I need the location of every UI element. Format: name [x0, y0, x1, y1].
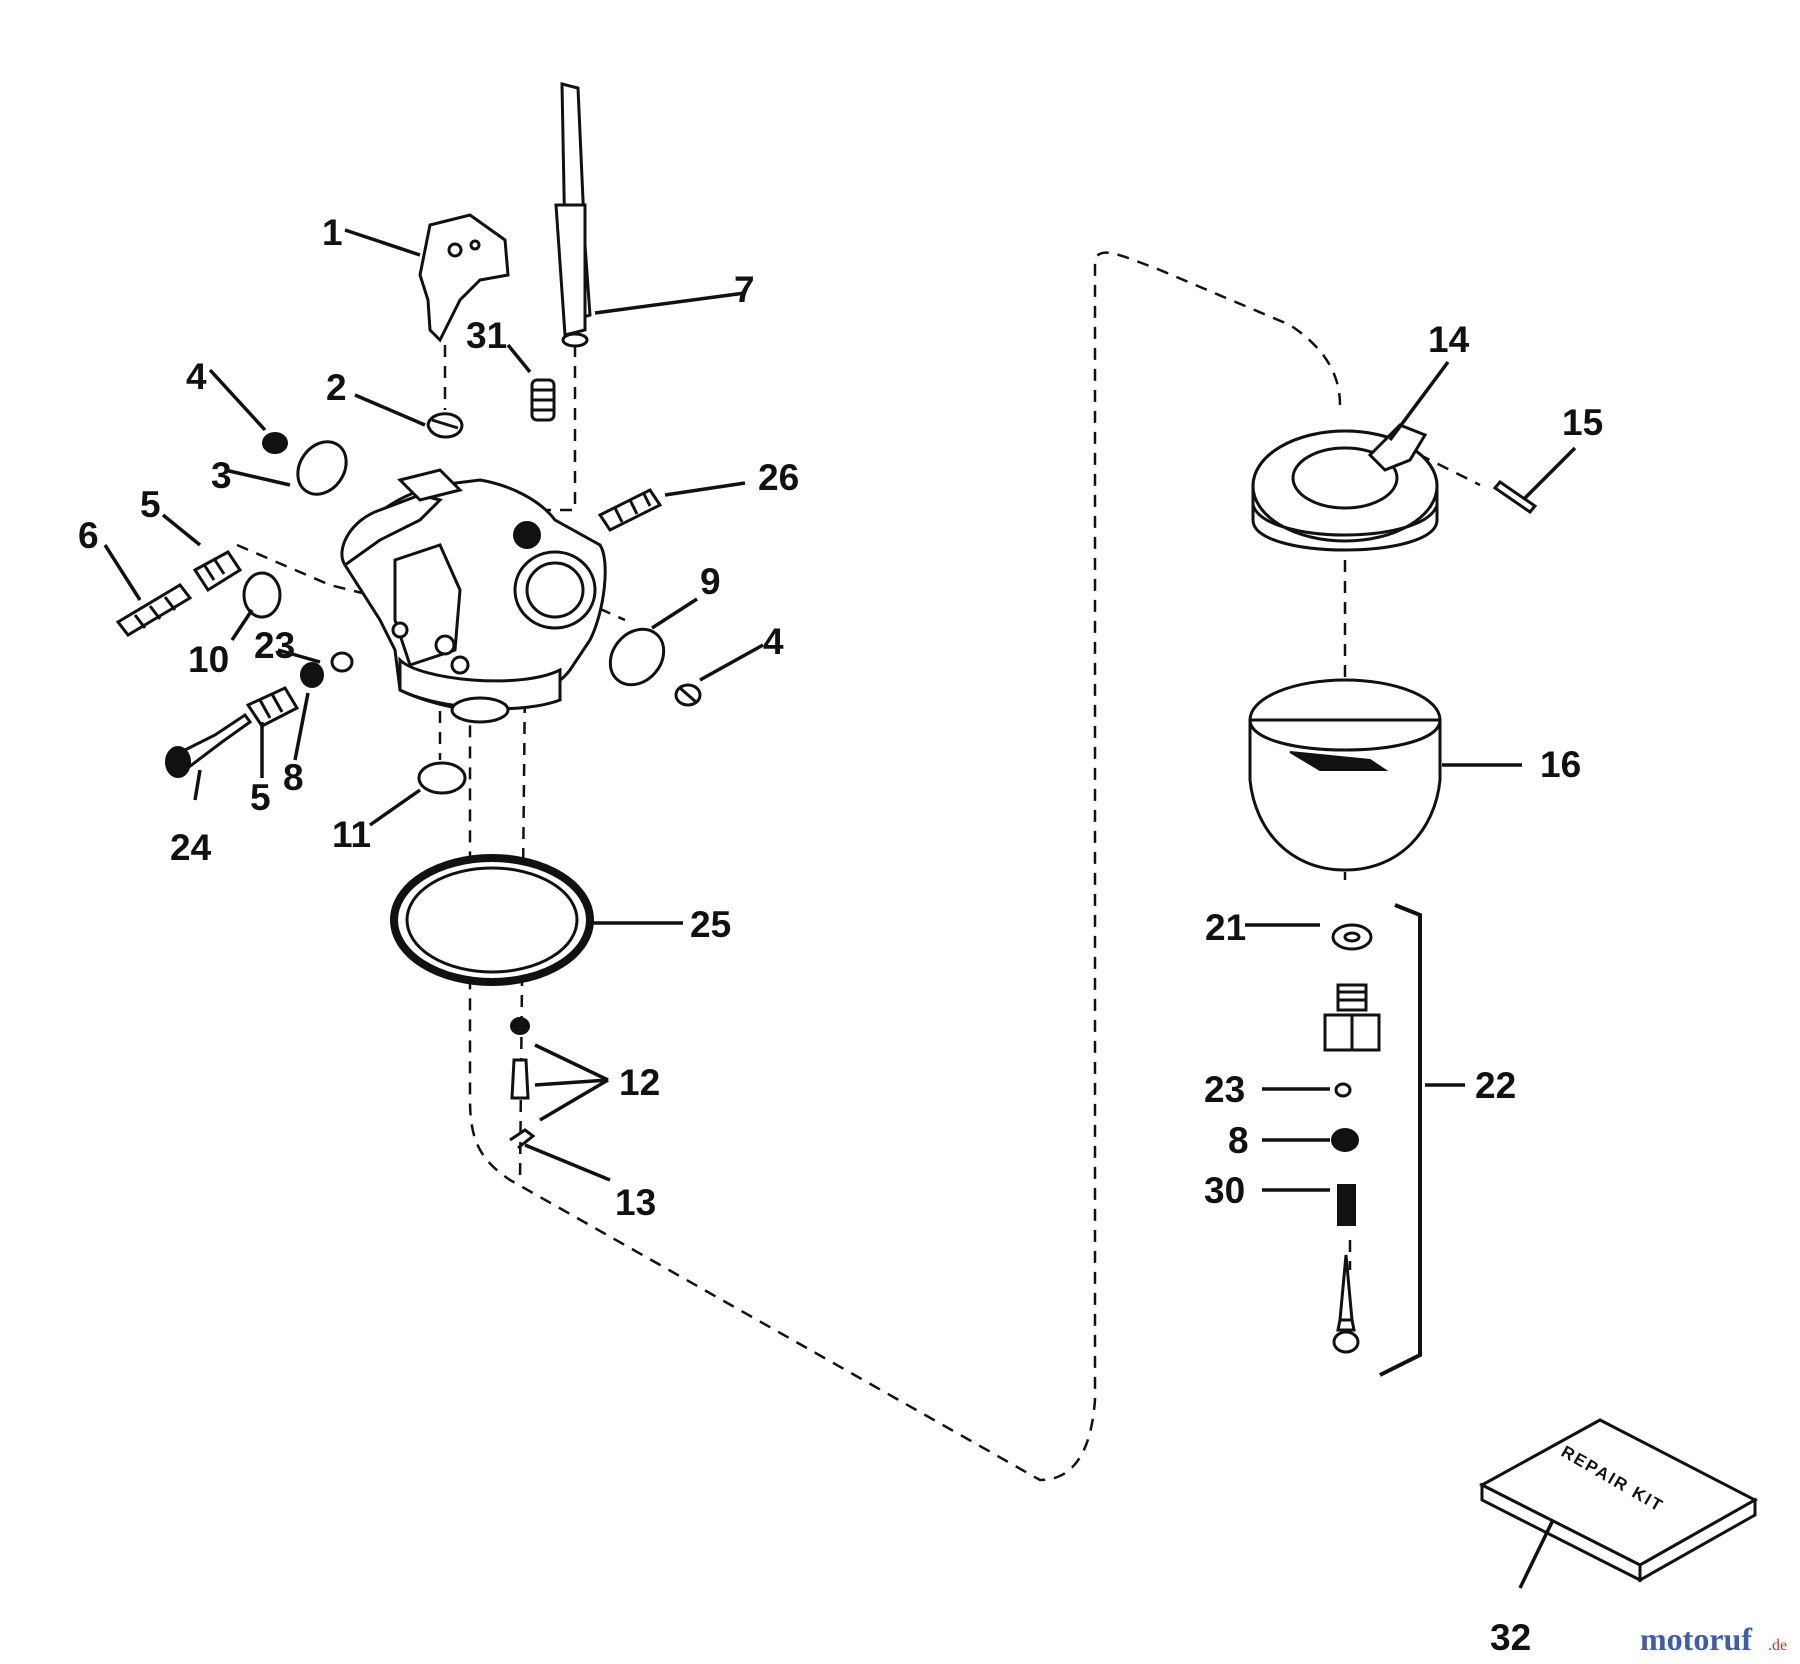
callout-7: 7	[734, 269, 755, 310]
part-repair-kit: REPAIR KIT	[1478, 1418, 1759, 1583]
assembly-guide-lines	[236, 251, 1481, 1482]
callout-25: 25	[690, 904, 731, 945]
callout-11: 11	[332, 814, 371, 855]
callout-6: 6	[78, 515, 99, 556]
part-choke-lever	[418, 213, 510, 343]
part-spring-5-lower	[245, 686, 300, 728]
watermark-text: motoruf	[1640, 1621, 1752, 1657]
part-o-ring-8-left	[300, 662, 324, 688]
part-spring-5-upper	[192, 550, 243, 593]
part-throttle-shaft	[554, 82, 592, 348]
part-screw-4-lower	[674, 683, 702, 707]
callout-12: 12	[619, 1062, 660, 1103]
callout-30: 30	[1204, 1170, 1245, 1211]
part-fitting-26	[597, 488, 663, 532]
callout-4-upper: 4	[186, 356, 207, 397]
callout-14: 14	[1428, 319, 1470, 360]
part-choke-plate	[296, 440, 348, 496]
part-float-pin	[1492, 479, 1538, 515]
part-washer-23-left	[330, 651, 354, 673]
callout-8-right: 8	[1228, 1120, 1249, 1161]
part-float-bowl	[1248, 678, 1442, 872]
callout-labels: 1 2 3 4 4 5 5 6 7 8 8 9 10 11 12 13 14 1…	[78, 212, 1603, 1658]
callout-23-right: 23	[1204, 1069, 1245, 1110]
part-float	[1251, 423, 1439, 552]
part-bowl-nut-assembly	[1323, 923, 1381, 1354]
callout-26: 26	[758, 457, 799, 498]
callout-16: 16	[1540, 744, 1581, 785]
callout-4-lower: 4	[763, 621, 784, 662]
watermark: motoruf .de	[1640, 1621, 1787, 1657]
part-bowl-gasket	[390, 854, 594, 986]
callout-3: 3	[211, 455, 232, 496]
callout-24: 24	[170, 827, 212, 868]
callout-2: 2	[326, 367, 347, 408]
callout-32: 32	[1490, 1617, 1531, 1658]
callout-13: 13	[615, 1182, 656, 1223]
part-throttle-plate	[608, 627, 666, 687]
part-spring-31	[530, 378, 556, 422]
callout-8-left: 8	[283, 757, 304, 798]
part-seal-10	[242, 571, 282, 619]
watermark-suffix: .de	[1768, 1637, 1787, 1654]
callout-1: 1	[322, 212, 343, 253]
callout-31: 31	[466, 315, 507, 356]
part-spring-2	[426, 412, 464, 439]
part-main-needle	[165, 712, 253, 778]
part-carburetor-body	[340, 468, 607, 724]
callout-22: 22	[1475, 1065, 1516, 1106]
part-assembly-bracket	[1379, 903, 1422, 1377]
part-plug-11	[417, 761, 467, 795]
part-inlet-needle-set	[509, 1017, 536, 1150]
part-screw-4-upper	[262, 432, 288, 454]
leader-arrows	[103, 228, 1577, 1589]
callout-10: 10	[188, 639, 229, 680]
callout-21: 21	[1205, 907, 1246, 948]
callout-15: 15	[1562, 402, 1603, 443]
callout-5-lower: 5	[250, 777, 271, 818]
callout-5-upper: 5	[140, 484, 161, 525]
callout-9: 9	[700, 561, 721, 602]
callout-23-left: 23	[254, 625, 295, 666]
part-idle-screw	[115, 583, 193, 637]
